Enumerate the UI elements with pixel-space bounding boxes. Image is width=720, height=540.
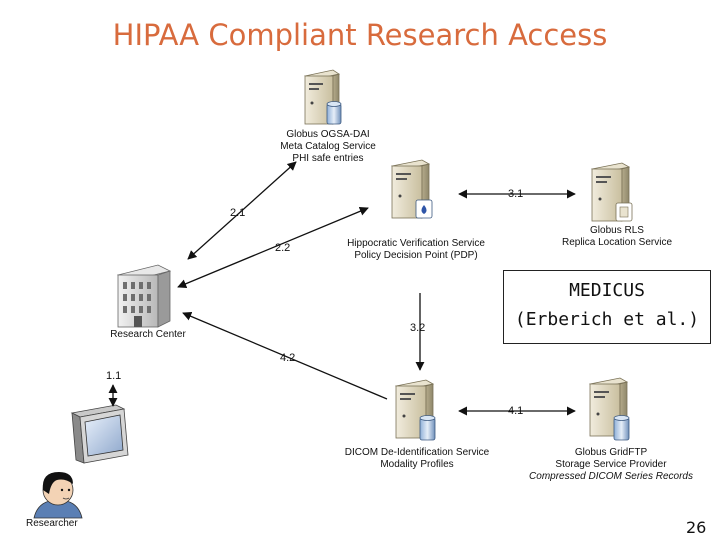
slide-title: HIPAA Compliant Research Access: [112, 18, 608, 52]
edge-label-4-2: 4.2: [280, 352, 296, 364]
edge-4-2-arrow: [182, 311, 388, 400]
research-center-label: Research Center: [110, 329, 186, 340]
medicus-callout-title: MEDICUS: [569, 280, 645, 301]
deid-server-icon: [394, 379, 436, 441]
edge-label-2-1: 2.1: [230, 207, 246, 219]
rls-label: Globus RLS Replica Location Service: [561, 225, 673, 248]
pdp-label: Hippocratic Verification Service Policy …: [347, 238, 485, 261]
edge-label-4-1: 4.1: [508, 405, 524, 417]
pdp-server-icon: [390, 159, 433, 219]
medicus-callout-citation: (Erberich et al.): [514, 309, 700, 330]
edge-2-2-arrow: [177, 206, 369, 289]
gridftp-server-icon: [588, 377, 630, 441]
edge-label-3-1: 3.1: [508, 188, 524, 200]
edge-label-2-2: 2.2: [275, 242, 291, 254]
gridftp-label: Globus GridFTP Storage Service Provider …: [529, 447, 693, 482]
researcher-label: Researcher: [26, 518, 78, 529]
research-center-building-icon: [116, 264, 172, 328]
rls-server-icon: [590, 162, 633, 222]
deid-label: DICOM De-Identification Service Modality…: [344, 447, 490, 470]
ogsa-dai-label: Globus OGSA-DAI Meta Catalog Service PHI…: [280, 129, 376, 164]
workstation-monitor-icon: [70, 404, 129, 464]
researcher-person-icon: [33, 472, 83, 519]
ogsa-dai-server-icon: [303, 69, 342, 125]
page-number: 26: [686, 518, 707, 537]
edge-label-3-2: 3.2: [410, 322, 426, 334]
medicus-callout: MEDICUS (Erberich et al.): [503, 270, 711, 344]
edge-label-1-1: 1.1: [106, 370, 122, 382]
